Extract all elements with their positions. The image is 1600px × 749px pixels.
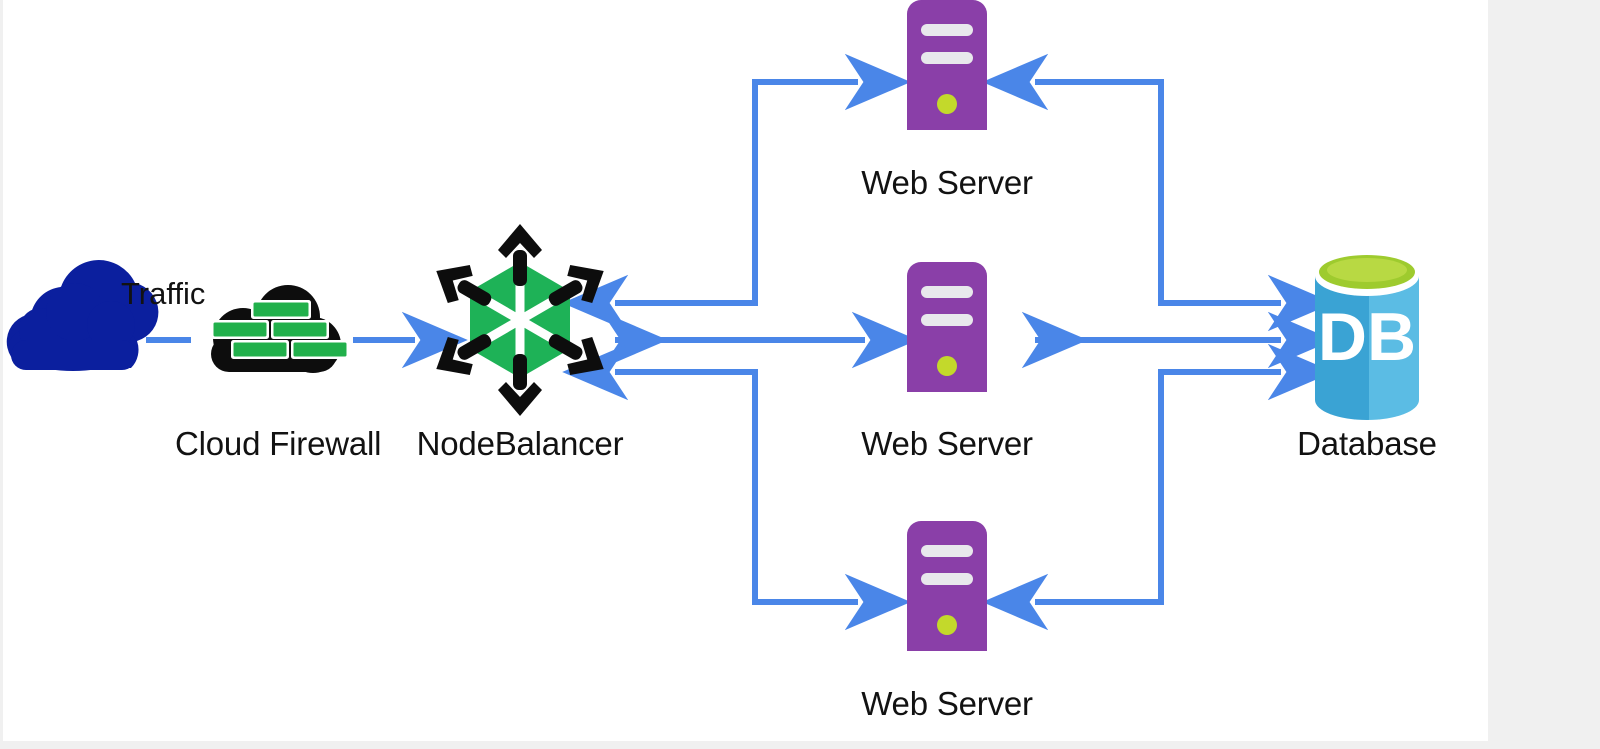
- connector-server-1-to-database: [1158, 82, 1334, 332]
- connector-database-to-server-3: [982, 372, 1164, 631]
- database-icon: DB: [1315, 255, 1419, 420]
- firewall-icon: [211, 285, 349, 373]
- database-label: Database: [1297, 425, 1437, 462]
- diagram-canvas: firewall : dashed stub --> nodebalancer …: [3, 0, 1488, 741]
- web-server-2-label: Web Server: [861, 425, 1033, 462]
- connector-balancer-to-server-1: [752, 53, 911, 303]
- cloud-firewall-label: Cloud Firewall: [175, 425, 382, 462]
- web-server-1-label: Web Server: [861, 164, 1033, 201]
- cloud-icon: [6, 260, 159, 371]
- connector-database-to-server-1: [982, 53, 1164, 303]
- server-icon-1: [907, 0, 987, 130]
- server-icon-2: [907, 262, 987, 392]
- architecture-diagram: firewall : dashed stub --> nodebalancer …: [6, 0, 1419, 651]
- server-icon-3: [907, 521, 987, 651]
- web-server-3-label: Web Server: [861, 685, 1033, 722]
- nodebalancer-label: NodeBalancer: [416, 425, 624, 462]
- connector-server-3-to-balancer: [562, 343, 758, 602]
- db-glyph-text: DB: [1318, 299, 1416, 375]
- nodebalancer-icon: [436, 224, 604, 416]
- connector-balancer-to-server-3: [752, 372, 911, 631]
- connector-server-3-to-database: [1158, 343, 1334, 602]
- traffic-label: Traffic: [121, 276, 206, 311]
- connector-server-1-to-balancer: [562, 82, 758, 332]
